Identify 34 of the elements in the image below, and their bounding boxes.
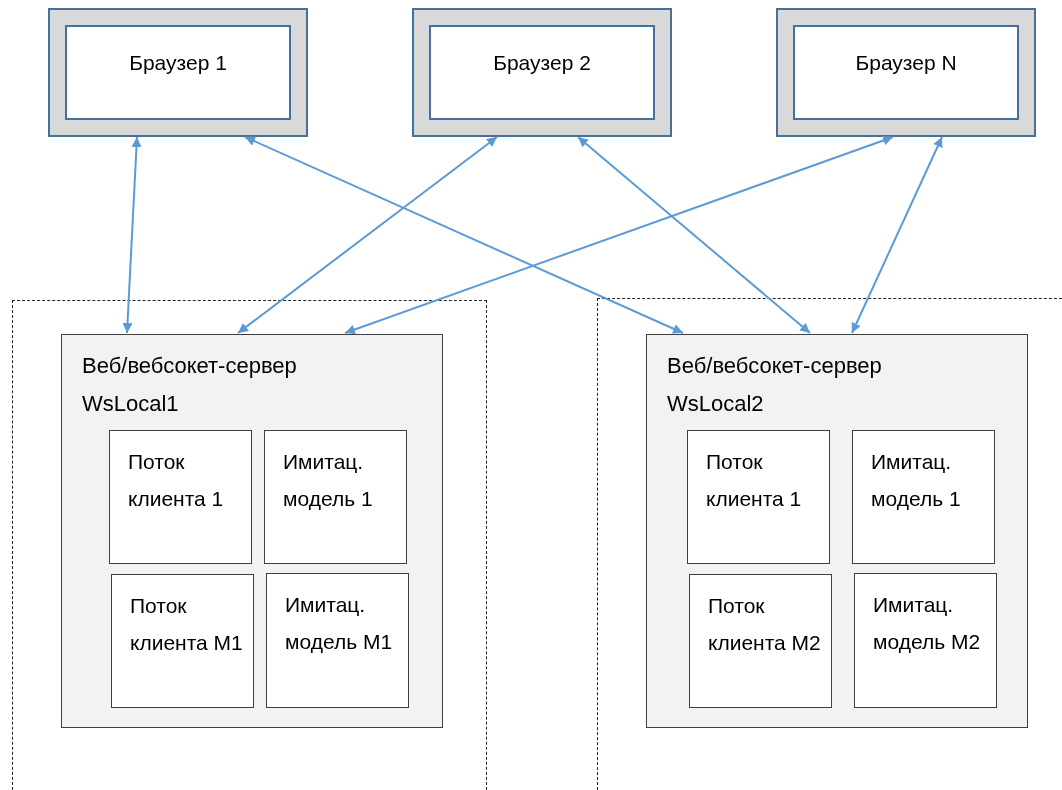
browser-box (48, 8, 308, 137)
dashed-boundary (12, 300, 487, 790)
browser-label: Браузер 1 (129, 50, 227, 76)
server-box (646, 334, 1028, 728)
component-label: Поток клиента 1 (706, 449, 803, 512)
component-label: Поток клиента M2 (708, 593, 822, 656)
server-label: Веб/вебсокет-сервер WsLocal2 (667, 352, 883, 418)
component-box (264, 430, 407, 564)
component-box (689, 574, 832, 708)
double-arrow (344, 135, 894, 335)
component-box (854, 573, 997, 708)
browser-box (412, 8, 672, 137)
double-arrow (244, 136, 684, 334)
double-arrow (237, 136, 498, 334)
component-label: Имитац. модель 1 (283, 449, 374, 512)
server-label: Веб/вебсокет-сервер WsLocal1 (82, 352, 298, 418)
double-arrow (577, 136, 811, 334)
double-arrow (122, 136, 142, 334)
component-label: Поток клиента M1 (130, 593, 244, 656)
dashed-boundary (597, 298, 1062, 790)
component-label: Имитац. модель M2 (873, 592, 982, 655)
browser-box (776, 8, 1036, 137)
component-box (852, 430, 995, 564)
browser-label: Браузер 2 (493, 50, 591, 76)
component-label: Поток клиента 1 (128, 449, 225, 512)
browser-label: Браузер N (855, 50, 957, 76)
component-label: Имитац. модель 1 (871, 449, 962, 512)
double-arrow (851, 136, 943, 334)
server-box (61, 334, 443, 728)
component-box (111, 574, 254, 708)
component-box (266, 573, 409, 708)
component-box (687, 430, 830, 564)
component-box (109, 430, 252, 564)
component-label: Имитац. модель M1 (285, 592, 394, 655)
